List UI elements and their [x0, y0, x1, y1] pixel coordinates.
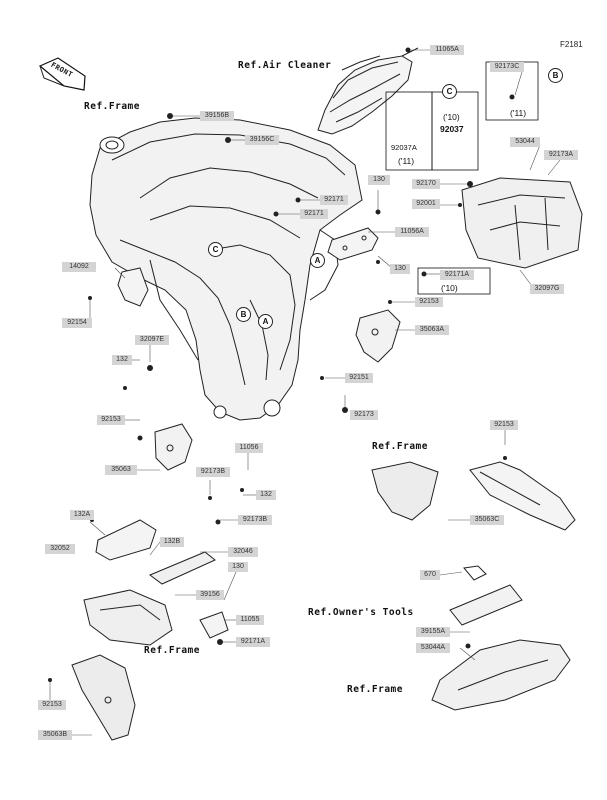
figure-code: F2181 — [560, 40, 583, 49]
footpeg-bracket-35063a-drawing — [355, 309, 401, 363]
stay-32046-drawing — [149, 551, 216, 585]
part-132b: 132B — [160, 537, 184, 547]
box-11-year: ('11) — [398, 156, 415, 166]
ref-air-cleaner: Ref.Air Cleaner — [238, 60, 332, 71]
part-92153-b: 92153 — [97, 415, 125, 425]
ref-owners-tools: Ref.Owner's Tools — [308, 607, 414, 618]
part-132a: 132A — [70, 510, 94, 520]
box-10-year: ('10) — [443, 112, 460, 122]
part-32052: 32052 — [45, 544, 75, 554]
part-92154: 92154 — [62, 318, 92, 328]
main-frame-drawing — [89, 117, 363, 421]
part-39155a: 39155A — [416, 627, 450, 637]
part-130-low: 130 — [228, 562, 248, 572]
part-92153-d: 92153 — [38, 700, 66, 710]
bracket-lower-drawing — [83, 589, 173, 646]
part-92173a: 92173A — [544, 150, 578, 160]
part-92153-a: 92153 — [415, 297, 443, 307]
tag-b-top: B — [548, 68, 563, 83]
box-173c-year: ('11) — [510, 108, 527, 118]
part-132-a: 132 — [112, 355, 132, 365]
part-32097e: 32097E — [135, 335, 169, 345]
part-92173c: 92173C — [490, 62, 524, 72]
footpeg-bracket-35063-drawing — [154, 423, 193, 471]
bracket-a-drawing — [327, 227, 379, 261]
part-670: 670 — [420, 570, 440, 580]
ref-frame-top: Ref.Frame — [84, 101, 140, 112]
part-39156: 39156 — [196, 590, 224, 600]
part-92171a: 92171A — [440, 270, 474, 280]
tag-c-top: C — [442, 84, 457, 99]
part-92173: 92173 — [350, 410, 378, 420]
part-92171-upper: 92171 — [320, 195, 348, 205]
part-11055: 11055 — [236, 615, 264, 625]
part-92171a-low: 92171A — [236, 637, 270, 647]
rear-tray-drawing — [431, 565, 571, 711]
part-92173b: 92173B — [196, 467, 230, 477]
part-11056: 11056 — [235, 443, 263, 453]
part-92001: 92001 — [412, 199, 440, 209]
part-35063b: 35063B — [38, 730, 72, 740]
part-39156b: 39156B — [200, 111, 234, 121]
part-92151: 92151 — [345, 373, 373, 383]
bracket-32052-drawing — [95, 519, 157, 561]
small-bracket-11055-drawing — [199, 611, 229, 639]
part-32097g: 32097G — [530, 284, 564, 294]
box-171a-year: ('10) — [441, 283, 458, 293]
part-130-mid: 130 — [390, 264, 410, 274]
tag-a-bracket: A — [310, 253, 325, 268]
box-11-part: 92037A — [391, 143, 417, 152]
part-92173b-lower: 92173B — [238, 515, 272, 525]
part-92171-lower: 92171 — [300, 209, 328, 219]
part-11056a: 11056A — [395, 227, 429, 237]
tag-a-frame: A — [258, 314, 273, 329]
box-10-part: 92037 — [440, 124, 464, 134]
battery-case-drawing — [461, 177, 583, 269]
part-14092: 14092 — [62, 262, 96, 272]
ref-frame-tail: Ref.Frame — [347, 684, 403, 695]
footpeg-bracket-35063c-drawing — [371, 461, 576, 531]
part-35063: 35063 — [105, 465, 137, 475]
part-53044a: 53044A — [416, 643, 450, 653]
footpeg-bracket-35063b-drawing — [71, 654, 136, 741]
bracket-14092-drawing — [117, 267, 149, 307]
front-arrow-icon — [38, 57, 86, 91]
tag-b-frame: B — [236, 307, 251, 322]
part-53044: 53044 — [510, 137, 540, 147]
part-11065a: 11065A — [430, 45, 464, 55]
air-cleaner-drawing — [317, 47, 419, 135]
part-92153-c: 92153 — [490, 420, 518, 430]
part-92170: 92170 — [412, 179, 440, 189]
part-35063c: 35063C — [470, 515, 504, 525]
part-35063a: 35063A — [415, 325, 449, 335]
part-130-top: 130 — [368, 175, 390, 185]
part-39156c: 39156C — [245, 135, 279, 145]
part-32046: 32046 — [228, 547, 258, 557]
tag-c-frame: C — [208, 242, 223, 257]
ref-frame-low: Ref.Frame — [144, 645, 200, 656]
ref-frame-mid: Ref.Frame — [372, 441, 428, 452]
part-132-b: 132 — [256, 490, 276, 500]
